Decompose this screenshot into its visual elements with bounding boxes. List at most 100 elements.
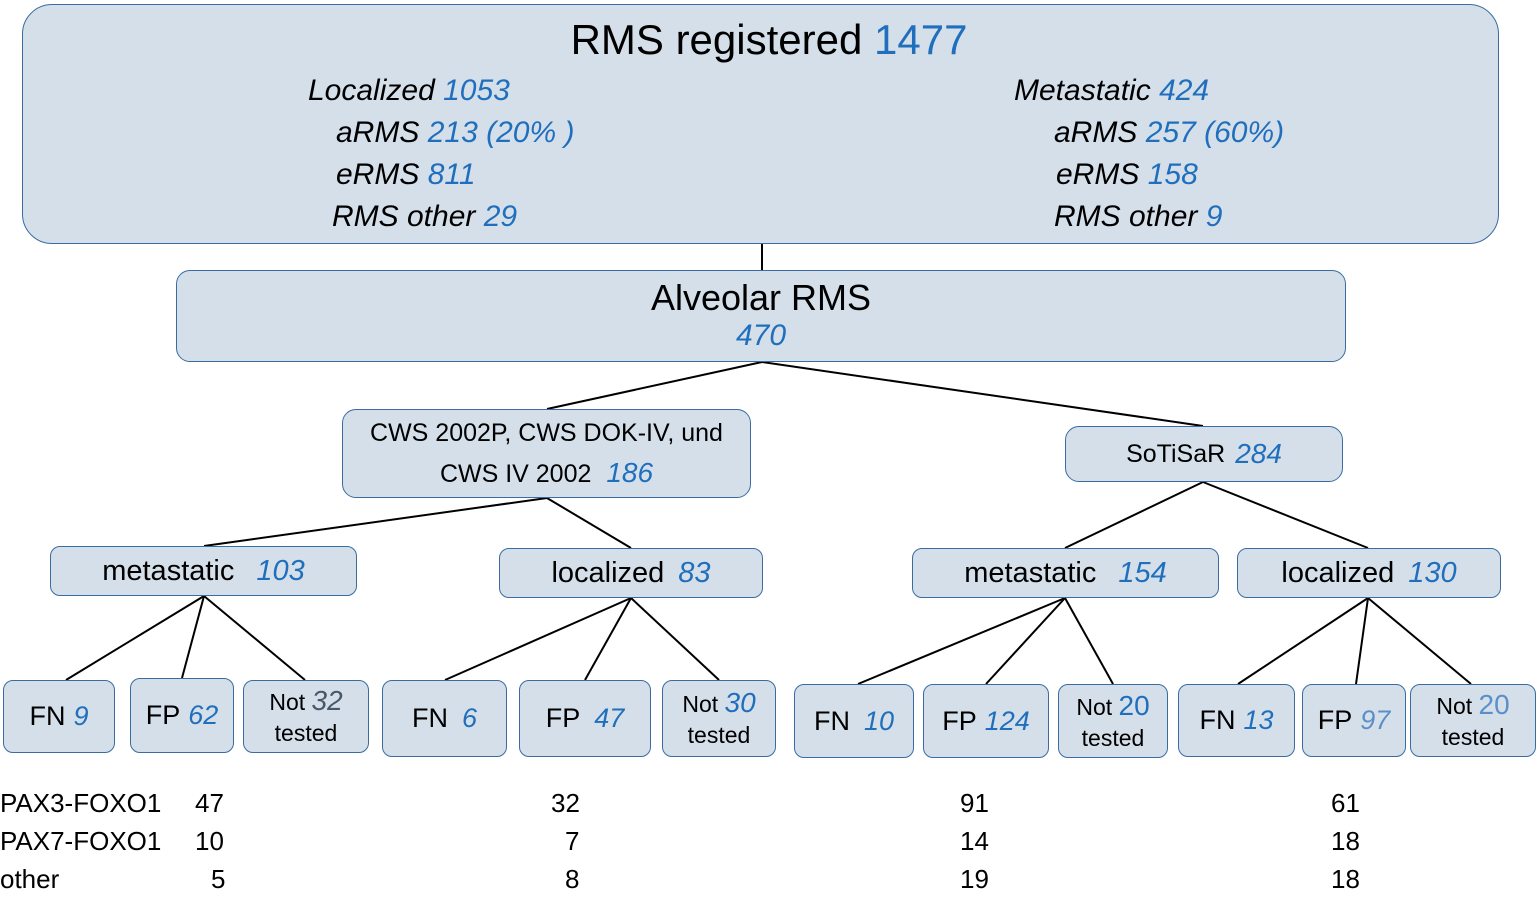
tested-label: tested xyxy=(1081,724,1145,751)
fn-box: FN 10 xyxy=(794,684,914,758)
group-box: localized 130 xyxy=(1237,548,1501,598)
metastatic-erms: eRMS 158 xyxy=(1056,158,1198,192)
table-cell: 18 xyxy=(1331,864,1360,894)
row-value: 213 (20% ) xyxy=(427,116,575,149)
group-label: localized xyxy=(551,556,665,589)
table-cell: 14 xyxy=(960,826,989,856)
localized-erms: eRMS 811 xyxy=(336,158,476,192)
fp-box: FP 124 xyxy=(923,684,1049,758)
localized-rms-other: RMS other 29 xyxy=(332,200,517,234)
table-cell: 61 xyxy=(1331,788,1360,818)
table-cell: 7 xyxy=(565,826,580,856)
not-tested-row: Not 30 xyxy=(682,687,755,720)
fp-value: 97 xyxy=(1360,705,1391,735)
fn-label: FN xyxy=(813,705,850,736)
not-tested-value: 30 xyxy=(724,687,756,718)
group-box: metastatic 154 xyxy=(912,548,1219,598)
row-label: RMS other xyxy=(1054,200,1198,233)
table-cell: 5 xyxy=(211,864,226,894)
localized-arms: aRMS 213 (20% ) xyxy=(336,116,574,150)
fn-box: FN 6 xyxy=(382,680,507,757)
table-cell: 8 xyxy=(565,864,580,894)
group-box: metastatic 103 xyxy=(50,546,357,596)
not-label: Not xyxy=(1436,693,1473,719)
total-count: 1477 xyxy=(874,16,968,63)
not-label: Not xyxy=(1076,693,1113,720)
fp-label: FP xyxy=(942,705,977,736)
row-label: aRMS xyxy=(1054,116,1138,149)
table-cell: 32 xyxy=(551,788,580,818)
group-box: localized 83 xyxy=(499,548,763,598)
metastatic-arms: aRMS 257 (60%) xyxy=(1054,116,1284,150)
group-value: 130 xyxy=(1408,556,1457,589)
fn-label: FN xyxy=(411,703,448,733)
row-label: aRMS xyxy=(336,116,420,149)
metastatic-value: 424 xyxy=(1159,74,1210,107)
group-value: 154 xyxy=(1118,556,1167,589)
fn-label: FN xyxy=(29,701,66,731)
sotisar-label: SoTiSaR xyxy=(1126,439,1226,468)
sotisar-value: 284 xyxy=(1235,438,1282,469)
tested-label: tested xyxy=(687,722,751,748)
fn-box: FN 13 xyxy=(1178,684,1295,757)
table-cell: 47 xyxy=(195,788,224,818)
cws-value: 186 xyxy=(606,457,654,488)
cws-studies-box: CWS 2002P, CWS DOK-IV, und CWS IV 2002 1… xyxy=(342,409,751,498)
cws-line2: CWS IV 2002 xyxy=(439,460,592,488)
group-label: localized xyxy=(1281,556,1395,589)
group-value: 83 xyxy=(678,556,711,589)
tested-label: tested xyxy=(1441,724,1505,750)
fp-box: FP 47 xyxy=(519,680,651,757)
group-value: 103 xyxy=(256,554,305,587)
fn-label: FN xyxy=(1199,705,1236,735)
localized-summary: Localized 1053 xyxy=(308,74,510,108)
localized-label: Localized xyxy=(308,74,435,107)
row-label: eRMS xyxy=(336,158,420,191)
fp-label: FP xyxy=(145,700,181,730)
table-cell: 18 xyxy=(1331,826,1360,856)
table-row-label: PAX7-FOXO1 xyxy=(0,826,162,856)
metastatic-rms-other: RMS other 9 xyxy=(1054,200,1222,234)
not-label: Not xyxy=(682,691,719,717)
fn-value: 13 xyxy=(1243,705,1274,735)
not-tested-box: Not 32 tested xyxy=(243,680,369,753)
not-tested-row: Not 32 xyxy=(269,685,342,718)
not-tested-row: Not 20 xyxy=(1436,689,1509,722)
not-tested-box: Not 20 tested xyxy=(1058,684,1168,758)
row-value: 811 xyxy=(427,158,476,191)
fp-value: 47 xyxy=(594,703,625,733)
alveolar-rms-box: Alveolar RMS 470 xyxy=(176,270,1346,362)
rms-registered-title: RMS registered 1477 xyxy=(0,16,1538,64)
not-label: Not xyxy=(269,689,306,715)
metastatic-summary: Metastatic 424 xyxy=(1014,74,1209,108)
row-label: eRMS xyxy=(1056,158,1140,191)
row-value: 29 xyxy=(483,200,518,233)
group-label: metastatic xyxy=(102,554,235,587)
fn-value: 10 xyxy=(863,705,895,736)
fp-box: FP 97 xyxy=(1302,684,1406,757)
fp-label: FP xyxy=(545,703,581,733)
not-tested-value: 20 xyxy=(1118,689,1150,721)
fn-value: 9 xyxy=(73,701,89,731)
sotisar-box: SoTiSaR 284 xyxy=(1065,426,1343,482)
table-cell: 91 xyxy=(960,788,989,818)
tested-label: tested xyxy=(274,720,338,746)
cws-line1: CWS 2002P, CWS DOK-IV, und xyxy=(370,419,723,447)
not-tested-box: Not 20 tested xyxy=(1410,684,1536,757)
alveolar-title: Alveolar RMS xyxy=(650,277,872,318)
not-tested-row: Not 20 xyxy=(1076,690,1149,723)
group-label: metastatic xyxy=(964,556,1097,589)
table-row-label: PAX3-FOXO1 xyxy=(0,788,162,818)
cws-line2-row: CWS IV 2002 186 xyxy=(440,453,653,494)
table-cell: 10 xyxy=(195,826,224,856)
fp-box: FP 62 xyxy=(130,678,234,753)
row-value: 9 xyxy=(1205,200,1223,233)
table-row-label: other xyxy=(0,864,60,894)
table-cell: 19 xyxy=(960,864,989,894)
not-tested-value: 32 xyxy=(311,685,343,716)
not-tested-value: 20 xyxy=(1478,689,1510,720)
row-value: 158 xyxy=(1147,158,1198,191)
row-value: 257 (60%) xyxy=(1145,116,1285,149)
title-label: RMS registered xyxy=(570,16,863,63)
